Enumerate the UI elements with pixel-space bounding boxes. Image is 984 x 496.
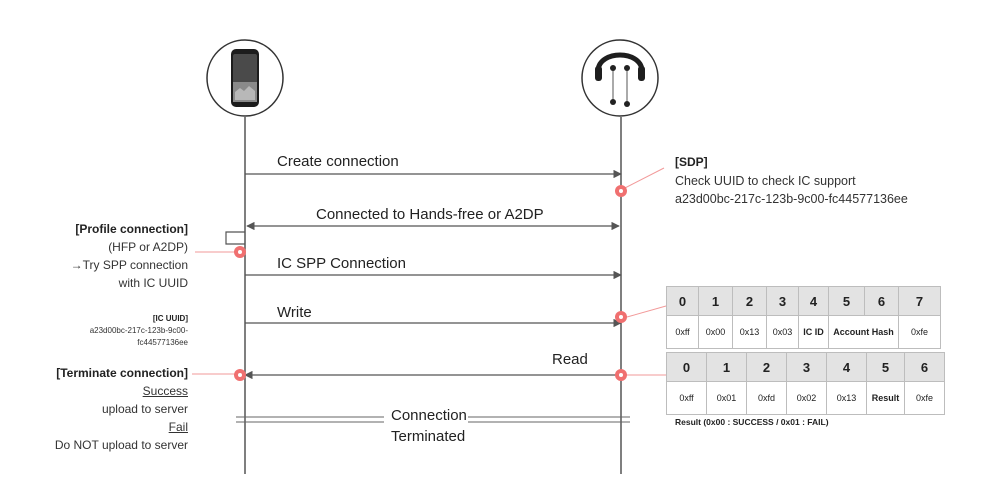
write-header-row: 0 1 2 3 4 5 6 7 — [666, 286, 941, 316]
write-value-cell: 0x00 — [698, 315, 733, 349]
profile-title: [Profile connection] — [75, 222, 188, 236]
write-value-row: 0xff 0x00 0x13 0x03 IC ID Account Hash 0… — [666, 315, 941, 349]
read-marker — [615, 369, 627, 381]
ic-uuid-title: [IC UUID] — [152, 314, 188, 323]
read-value-cell: 0x01 — [706, 381, 747, 415]
connection-terminated-line1: Connection — [391, 407, 467, 424]
write-header-cell: 6 — [864, 286, 899, 316]
write-value-cell: 0xff — [666, 315, 699, 349]
terminate-marker — [234, 369, 246, 381]
create-connection-label: Create connection — [277, 153, 399, 170]
read-header-cell: 3 — [786, 352, 827, 382]
read-header-cell: 0 — [666, 352, 707, 382]
termination-lines — [236, 416, 630, 423]
read-header-cell: 4 — [826, 352, 867, 382]
self-loop-arrow — [225, 231, 245, 245]
read-header-cell: 1 — [706, 352, 747, 382]
success-label: Success — [142, 384, 188, 398]
sdp-connector — [620, 167, 665, 191]
write-marker — [615, 311, 627, 323]
profile-line2: →Try SPP connection — [70, 258, 188, 272]
read-value-cell: 0xfe — [904, 381, 945, 415]
write-packet-table: 0 1 2 3 4 5 6 7 0xff 0x00 0x13 0x03 IC I… — [666, 286, 941, 349]
sdp-line1: Check UUID to check IC support — [675, 174, 856, 188]
profile-line3: with IC UUID — [118, 276, 188, 290]
write-value-cell: 0xfe — [898, 315, 941, 349]
write-header-cell: 1 — [698, 286, 733, 316]
success-text: upload to server — [101, 402, 188, 416]
read-header-cell: 6 — [904, 352, 945, 382]
write-header-cell: 4 — [798, 286, 829, 316]
write-header-cell: 3 — [766, 286, 799, 316]
terminate-title: [Terminate connection] — [56, 366, 188, 380]
write-label: Write — [277, 304, 312, 321]
sdp-title: [SDP] — [675, 155, 708, 169]
profile-line1: (HFP or A2DP) — [108, 240, 188, 254]
write-value-cell: 0x03 — [766, 315, 799, 349]
write-header-cell: 7 — [898, 286, 941, 316]
result-note: Result (0x00 : SUCCESS / 0x01 : FAIL) — [675, 417, 829, 427]
read-label: Read — [552, 351, 588, 368]
write-value-cell: IC ID — [798, 315, 829, 349]
read-value-row: 0xff 0x01 0xfd 0x02 0x13 Result 0xfe — [666, 381, 945, 415]
sdp-marker — [615, 185, 627, 197]
read-value-cell: 0xfd — [746, 381, 787, 415]
write-header-cell: 2 — [732, 286, 767, 316]
write-connector — [626, 305, 667, 318]
fail-label: Fail — [168, 420, 188, 434]
smartphone-icon — [206, 39, 284, 117]
neckband-headset-icon — [581, 39, 659, 117]
read-value-cell: 0xff — [666, 381, 707, 415]
ic-uuid-line1: a23d00bc-217c-123b-9c00- — [89, 326, 188, 335]
read-header-cell: 2 — [746, 352, 787, 382]
read-value-cell: 0x13 — [826, 381, 867, 415]
read-packet-table: 0 1 2 3 4 5 6 0xff 0x01 0xfd 0x02 0x13 R… — [666, 352, 945, 415]
sdp-uuid: a23d00bc-217c-123b-9c00-fc44577136ee — [675, 192, 908, 206]
write-value-cell: 0x13 — [732, 315, 767, 349]
connected-label: Connected to Hands-free or A2DP — [316, 206, 544, 223]
profile-marker — [234, 246, 246, 258]
ic-spp-label: IC SPP Connection — [277, 255, 406, 272]
write-header-cell: 5 — [828, 286, 865, 316]
read-header-row: 0 1 2 3 4 5 6 — [666, 352, 945, 382]
read-header-cell: 5 — [866, 352, 905, 382]
connection-terminated-line2: Terminated — [391, 428, 466, 445]
write-value-cell: Account Hash — [828, 315, 899, 349]
write-header-cell: 0 — [666, 286, 699, 316]
ic-uuid-line2: fc44577136ee — [137, 338, 188, 347]
read-value-cell: 0x02 — [786, 381, 827, 415]
read-value-cell: Result — [866, 381, 905, 415]
fail-text: Do NOT upload to server — [54, 438, 188, 452]
